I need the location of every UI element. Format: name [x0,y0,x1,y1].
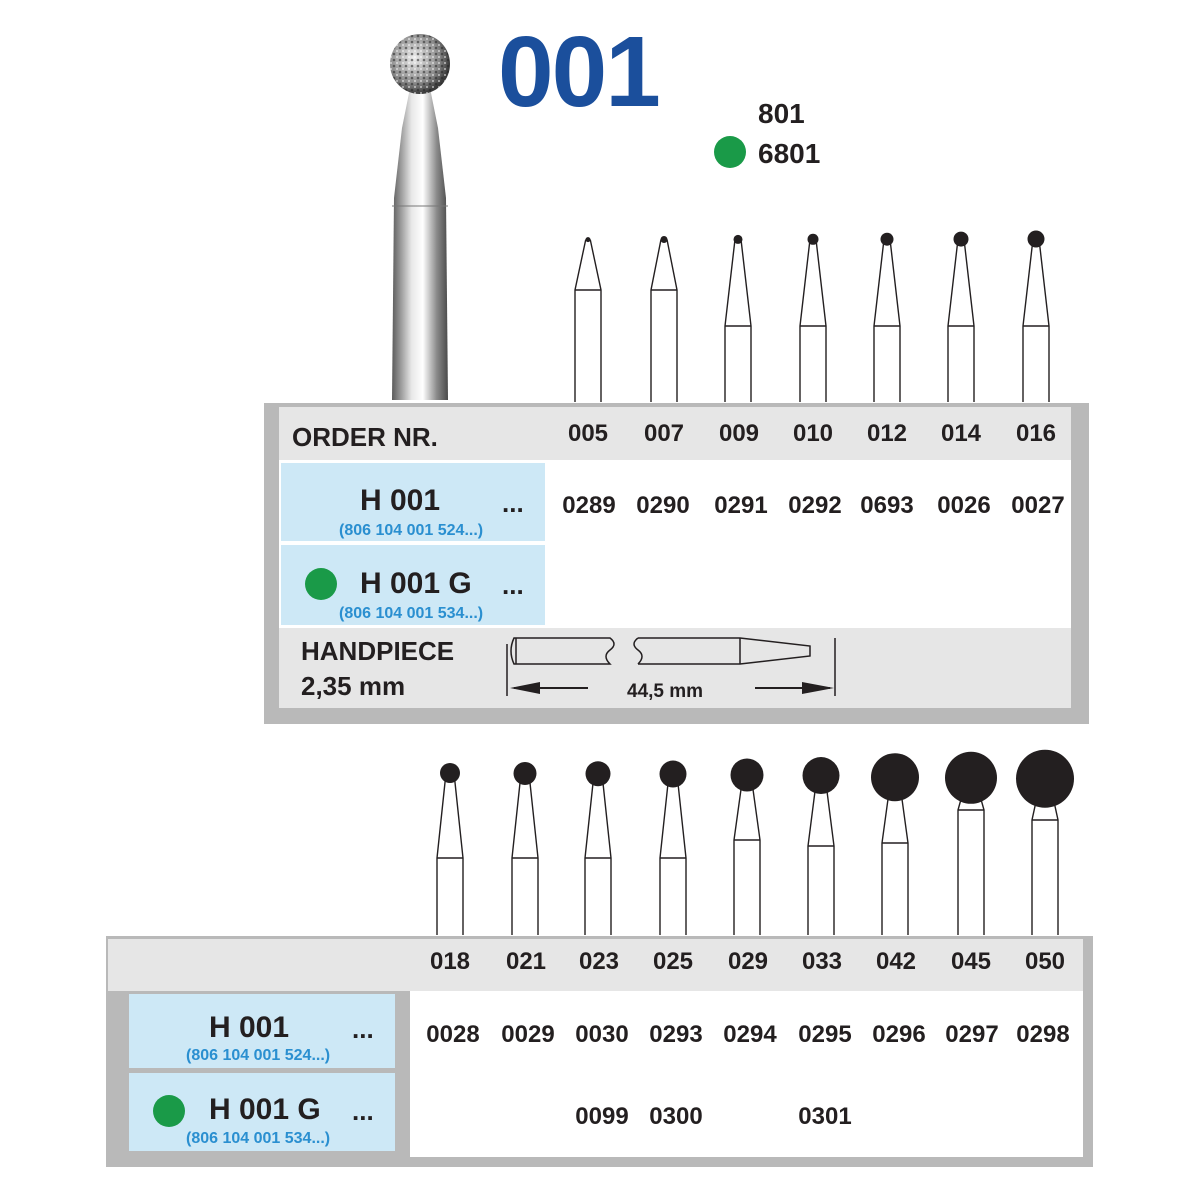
size-label: 018 [429,948,471,975]
bur-drawing-icon [871,753,919,935]
size-label: 010 [792,420,834,447]
size-label: 009 [718,420,760,447]
table2-codes-row1: 0028 0029 0030 0293 0294 0295 0296 0297 … [0,1021,1200,1051]
code-cell: 0301 [798,1103,852,1130]
size-label: 033 [801,948,843,975]
bur-drawing-icon [730,758,764,935]
h001-name: H 001 [209,1011,290,1044]
size-label: 014 [940,420,982,447]
alt-code-801: 801 [758,98,805,129]
h001g-dots: ... [352,1096,374,1126]
bur-drawing-icon [1022,230,1050,402]
h001-sub: (806 104 001 524...) [186,1047,331,1064]
h001g-name: H 001 G [360,567,472,600]
h001g-sub: (806 104 001 534...) [339,605,484,622]
handpiece-size: 2,35 mm [301,671,406,701]
size-label: 016 [1015,420,1057,447]
table2-body [410,991,1083,1157]
code-cell: 0029 [501,1021,555,1048]
size-label: 025 [652,948,694,975]
size-label: 050 [1024,948,1066,975]
code-cell: 0294 [723,1021,777,1048]
green-dot-icon [305,568,337,600]
bur-drawing-icon [799,233,827,402]
code-cell: 0693 [860,492,914,519]
table1-sizes: 005 007 009 010 012 014 016 [0,420,1200,450]
h001g-name: H 001 G [209,1093,321,1126]
code-cell: 0296 [872,1021,926,1048]
bur-drawing-icon [511,761,539,935]
bur-drawing-icon [724,234,752,402]
shank-diagram [506,637,836,696]
bur-drawing-icon [802,757,840,935]
bur-drawing-icon [873,232,901,402]
code-cell: 0030 [575,1021,629,1048]
h001-dots: ... [502,488,524,518]
bur-drawing-icon [659,760,687,935]
h001-dots: ... [352,1014,374,1044]
h001-sub: (806 104 001 524...) [339,522,484,539]
code-cell: 0099 [575,1103,629,1130]
h001g-dots: ... [502,570,524,600]
bur-drawing-icon [945,751,997,935]
code-cell: 0292 [788,492,842,519]
alt-code-6801: 6801 [758,138,821,169]
order-nr-label: ORDER NR. [292,422,438,452]
table2-sizes: 018 021 023 025 029 033 042 045 050 [0,948,1200,978]
code-cell: 0289 [562,492,616,519]
table2-header [108,939,1083,991]
h001g-sub: (806 104 001 534...) [186,1130,331,1147]
round-bur-photo [390,34,450,400]
code-cell: 0028 [426,1021,480,1048]
bur-drawing-icon [650,236,678,402]
bur-drawing-icon [1016,749,1074,935]
size-label: 023 [578,948,620,975]
size-label: 005 [567,420,609,447]
code-cell: 0026 [937,492,991,519]
size-label: 012 [866,420,908,447]
size-label: 021 [505,948,547,975]
code-cell: 0295 [798,1021,852,1048]
code-cell: 0027 [1011,492,1065,519]
handpiece-label: HANDPIECE [301,636,455,666]
code-cell: 0300 [649,1103,703,1130]
size-label: 029 [727,948,769,975]
table2-codes-row2: 0099 0300 0301 [0,1103,1200,1133]
row-h001-cell [281,463,545,541]
bur-drawing-icon [584,761,612,935]
size-label: 042 [875,948,917,975]
code-cell: 0291 [714,492,768,519]
green-dot-icon [714,136,746,168]
code-cell: 0290 [636,492,690,519]
handpiece-row [279,628,1071,708]
bur-drawing-icon [947,231,975,402]
bur-drawing-icon [436,763,464,935]
code-cell: 0298 [1016,1021,1070,1048]
size-label: 045 [950,948,992,975]
h001-name: H 001 [360,484,441,517]
size-label: 007 [643,420,685,447]
code-cell: 0293 [649,1021,703,1048]
table1-header [279,407,1071,460]
bur-drawing-icon [574,237,602,402]
shank-length-label: 44,5 mm [627,681,704,702]
product-code: 001 [498,16,661,128]
code-cell: 0297 [945,1021,999,1048]
table1-codes: 0289 0290 0291 0292 0693 0026 0027 [0,492,1200,522]
row2-h001-cell [129,994,395,1068]
green-dot-icon [153,1095,185,1127]
